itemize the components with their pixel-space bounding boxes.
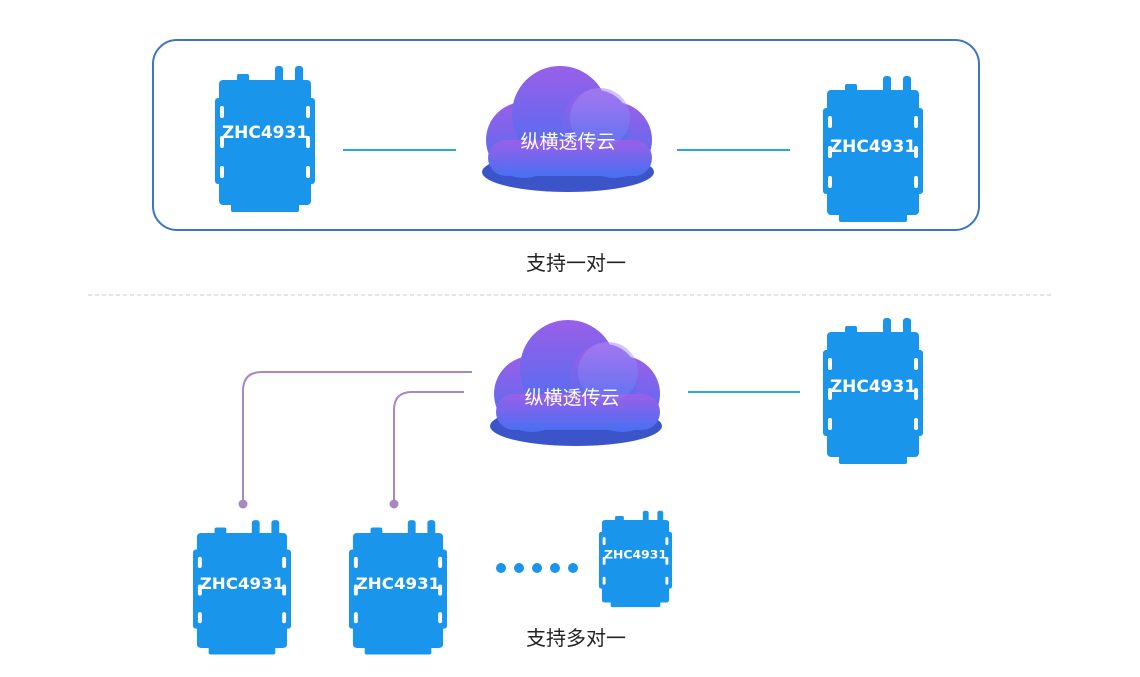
cloud-icon: 纵横透传云 <box>482 66 654 192</box>
device-label: ZHC4931 <box>356 575 441 593</box>
many-to-one-section: 纵横透传云 ZHC4931 ZHC4931 ZHC4931 ZHC4931 <box>193 318 923 655</box>
connector-line <box>393 391 464 504</box>
zhc4931-device-icon: ZHC4931 <box>823 76 923 222</box>
more-devices-indicator <box>496 563 578 573</box>
connector-dot <box>238 499 248 509</box>
ellipsis-dot <box>514 563 524 573</box>
zhc4931-device-icon: ZHC4931 <box>193 520 291 655</box>
connector-dot <box>389 499 399 509</box>
one-to-one-section: ZHC4931 纵横透传云 ZHC4931 <box>152 39 980 231</box>
cloud-label: 纵横透传云 <box>524 387 619 409</box>
one-to-one-frame <box>152 39 980 231</box>
one-to-one-caption: 支持一对一 <box>526 251 626 275</box>
connector-line <box>242 371 472 504</box>
ellipsis-dot <box>568 563 578 573</box>
zhc4931-device-icon: ZHC4931 <box>823 318 923 464</box>
device-label: ZHC4931 <box>604 548 667 561</box>
device-label: ZHC4931 <box>830 137 916 157</box>
device-label: ZHC4931 <box>200 575 285 593</box>
ellipsis-dot <box>496 563 506 573</box>
ellipsis-dot <box>532 563 542 573</box>
many-to-one-caption: 支持多对一 <box>526 626 626 650</box>
cloud-label: 纵横透传云 <box>520 131 615 153</box>
zhc4931-device-icon: ZHC4931 <box>349 520 447 655</box>
device-label: ZHC4931 <box>222 123 308 143</box>
zhc4931-device-icon: ZHC4931 <box>599 510 672 608</box>
ellipsis-dot <box>550 563 560 573</box>
device-label: ZHC4931 <box>830 377 916 397</box>
cloud-icon: 纵横透传云 <box>490 320 662 446</box>
zhc4931-device-icon: ZHC4931 <box>215 66 315 212</box>
